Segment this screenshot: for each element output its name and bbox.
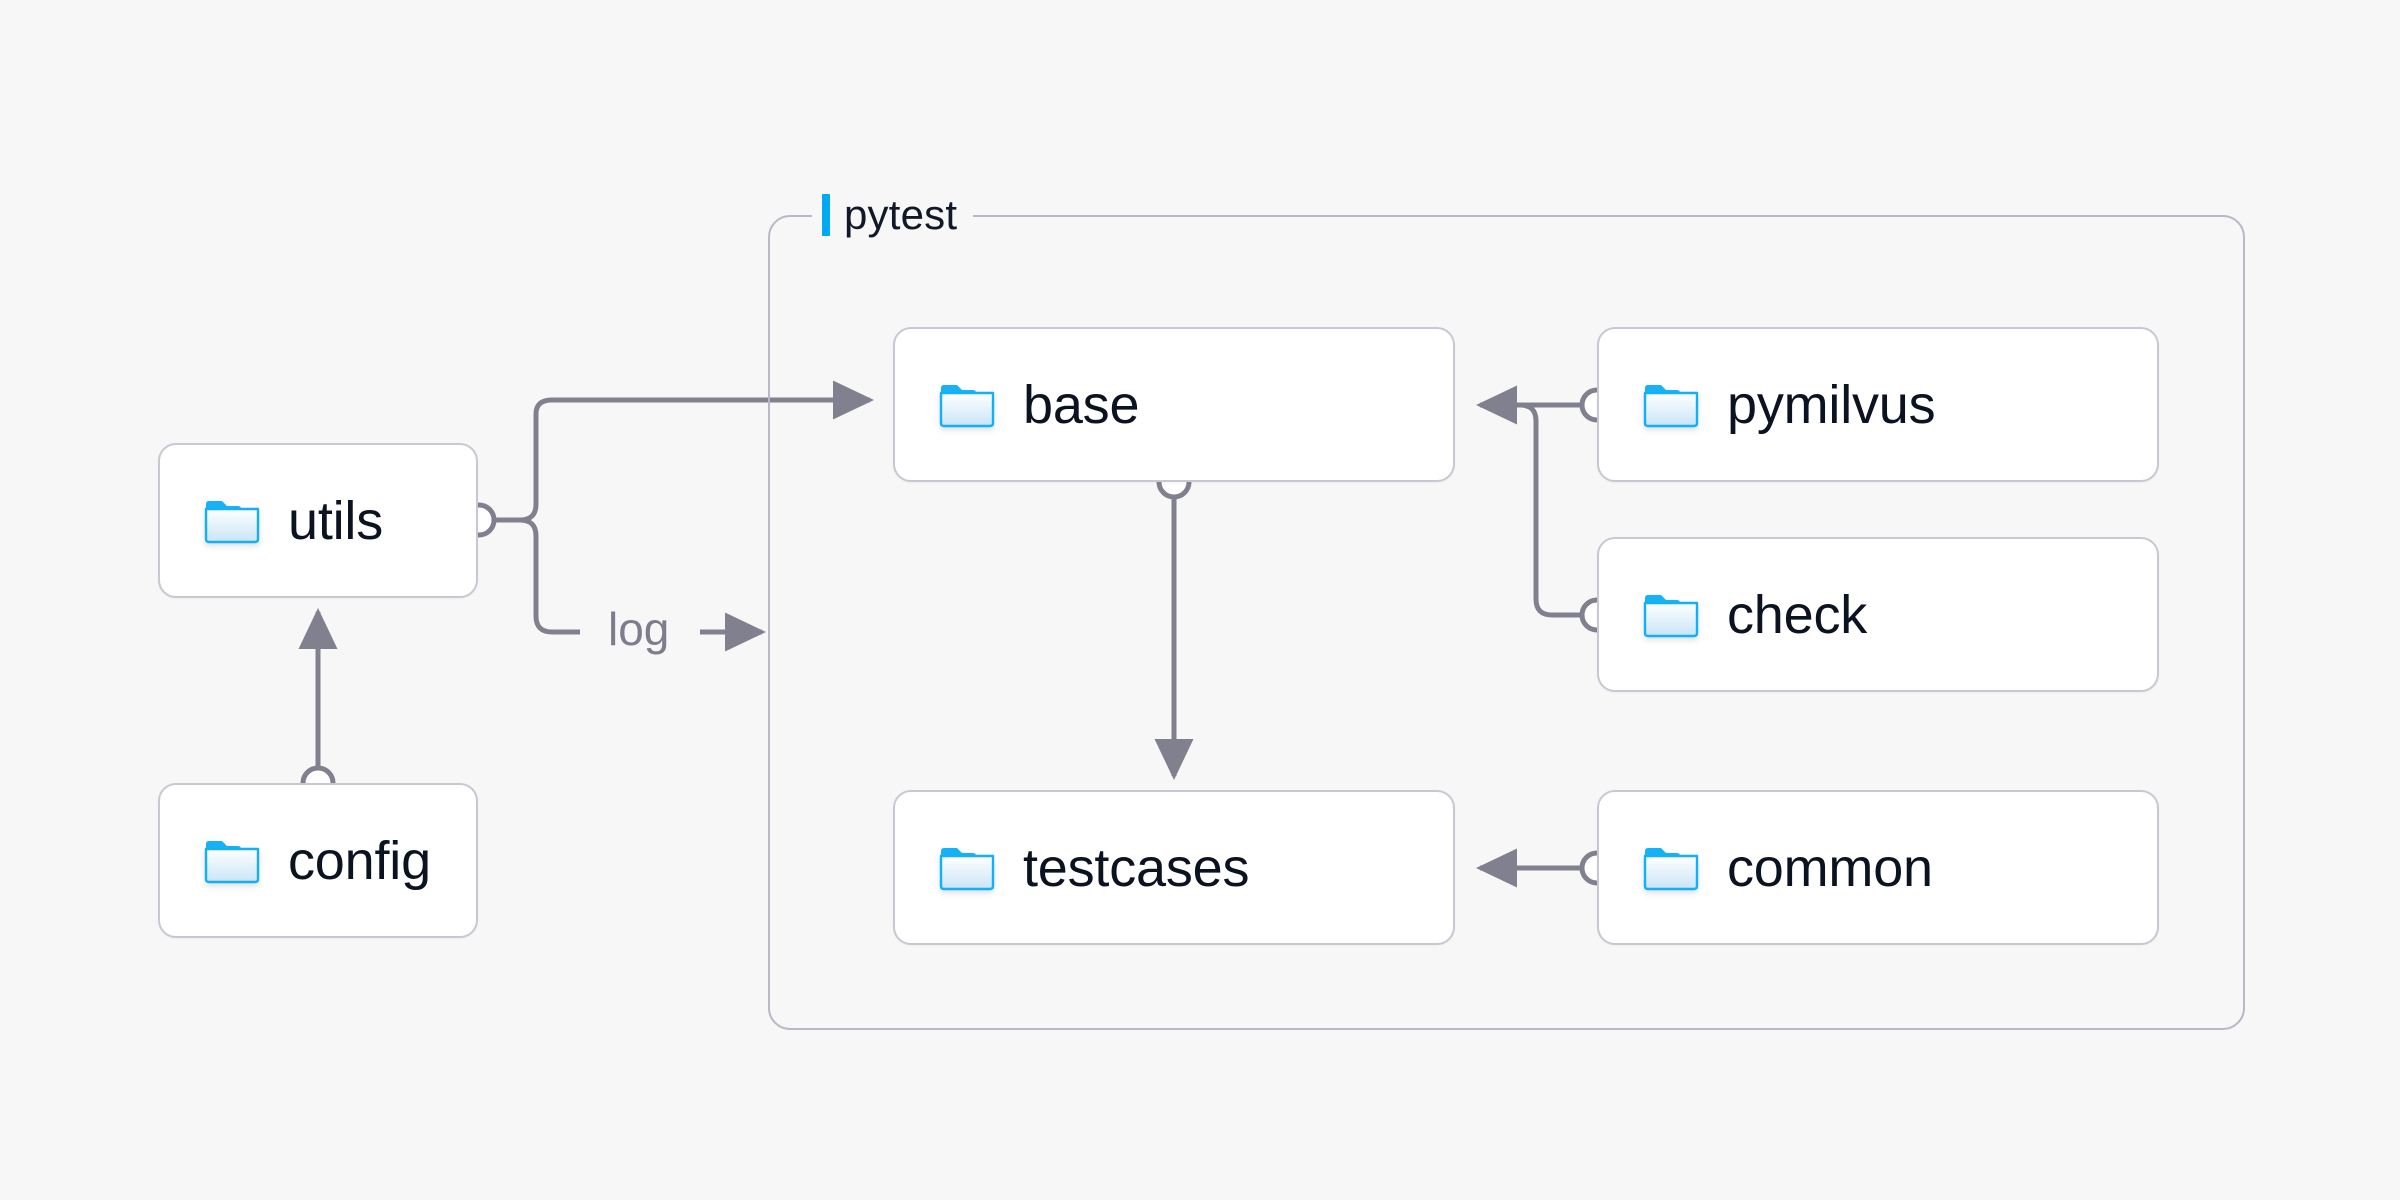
node-utils[interactable]: utils (158, 443, 478, 598)
node-testcases[interactable]: testcases (893, 790, 1455, 945)
node-testcases-label: testcases (1023, 837, 1250, 898)
node-check[interactable]: check (1597, 537, 2159, 692)
edge-label-log: log (600, 606, 678, 652)
node-utils-label: utils (288, 490, 384, 551)
accent-bar-icon (822, 194, 830, 236)
folder-icon (939, 845, 995, 891)
folder-icon (204, 838, 260, 884)
group-pytest[interactable] (768, 215, 2245, 1030)
node-common-label: common (1727, 837, 1933, 898)
node-common[interactable]: common (1597, 790, 2159, 945)
node-pymilvus-label: pymilvus (1727, 374, 1936, 435)
node-base[interactable]: base (893, 327, 1455, 482)
folder-icon (1643, 845, 1699, 891)
node-base-label: base (1023, 374, 1140, 435)
node-config[interactable]: config (158, 783, 478, 938)
folder-icon (204, 498, 260, 544)
folder-icon (939, 382, 995, 428)
node-config-label: config (288, 830, 431, 891)
group-pytest-title: pytest (844, 191, 958, 238)
node-pymilvus[interactable]: pymilvus (1597, 327, 2159, 482)
folder-icon (1643, 382, 1699, 428)
node-check-label: check (1727, 584, 1868, 645)
folder-icon (1643, 592, 1699, 638)
group-pytest-label: pytest (812, 191, 974, 238)
